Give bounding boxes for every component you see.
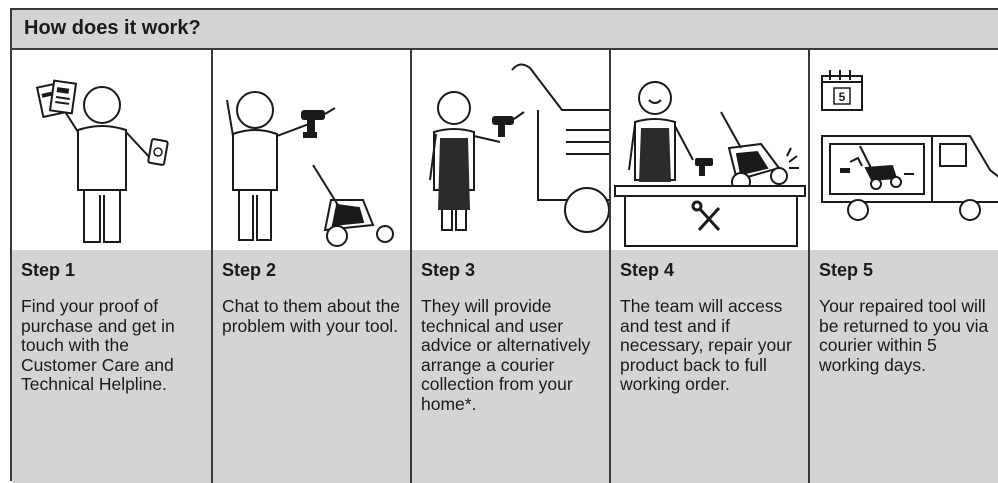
- step-info-2: Step 2 Chat to them about the problem wi…: [213, 250, 410, 483]
- apron-icon: [438, 138, 470, 210]
- delivery-van-icon: [822, 136, 998, 220]
- step-column-4: Step 4 The team will access and test and…: [609, 50, 808, 483]
- lawnmower-icon: [313, 165, 393, 246]
- step-description: Your repaired tool will be returned to y…: [819, 297, 996, 375]
- step-info-3: Step 3 They will provide technical and u…: [412, 250, 609, 483]
- step-title: Step 4: [620, 260, 674, 281]
- drill-icon: [492, 112, 524, 137]
- person-with-documents-and-phone-icon: [12, 50, 211, 250]
- step-title: Step 2: [222, 260, 276, 281]
- step-illustration-2: [213, 50, 410, 250]
- step-column-3: Step 3 They will provide technical and u…: [410, 50, 609, 483]
- step-info-5: Step 5 Your repaired tool will be return…: [810, 250, 998, 483]
- step-column-5: 5 Step 5 You: [808, 50, 998, 483]
- step-illustration-1: [12, 50, 211, 250]
- calendar-and-delivery-van-icon: 5: [810, 50, 998, 250]
- step-description: The team will access and test and if nec…: [620, 297, 802, 395]
- drill-icon: [695, 158, 713, 176]
- phone-icon: [148, 139, 168, 165]
- apron-icon: [639, 128, 671, 182]
- lawnmower-icon: [721, 112, 799, 191]
- step-illustration-3: [412, 50, 609, 250]
- step-illustration-5: 5: [810, 50, 998, 250]
- step-description: Chat to them about the problem with your…: [222, 297, 404, 336]
- calendar-number: 5: [839, 90, 846, 104]
- drill-icon: [301, 108, 335, 138]
- step-column-1: Step 1 Find your proof of purchase and g…: [12, 50, 211, 483]
- step-column-2: Step 2 Chat to them about the problem wi…: [211, 50, 410, 483]
- step-info-1: Step 1 Find your proof of purchase and g…: [12, 250, 211, 483]
- step-info-4: Step 4 The team will access and test and…: [611, 250, 808, 483]
- technician-at-workbench-icon: [611, 50, 808, 250]
- step-description: They will provide technical and user adv…: [421, 297, 603, 414]
- page-title: How does it work?: [24, 17, 201, 40]
- how-it-works-panel: How does it work?: [10, 8, 998, 481]
- van-icon: [512, 64, 609, 232]
- header-bar: How does it work?: [12, 10, 998, 50]
- technician-with-drill-and-van-icon: [412, 50, 609, 250]
- documents-icon: [37, 81, 76, 117]
- person-with-drill-and-lawnmower-icon: [213, 50, 410, 250]
- step-title: Step 3: [421, 260, 475, 281]
- step-description: Find your proof of purchase and get in t…: [21, 297, 205, 395]
- step-title: Step 5: [819, 260, 873, 281]
- step-title: Step 1: [21, 260, 75, 281]
- step-illustration-4: [611, 50, 808, 250]
